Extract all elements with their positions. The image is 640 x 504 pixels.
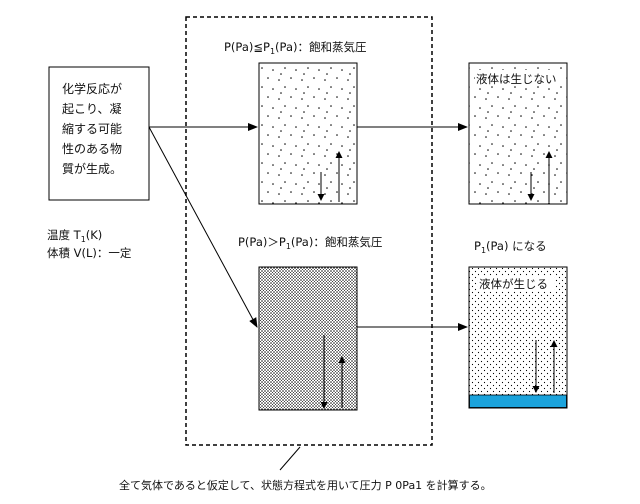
caption-text: 全て気体であると仮定して、状態方程式を用いて圧力 P 0Pa1 を計算する。	[119, 478, 492, 492]
source-line: 化学反応が	[62, 81, 122, 96]
source-line: 質が生成。	[62, 161, 122, 176]
liquid-layer	[469, 394, 567, 408]
source-line: 性のある物	[62, 142, 122, 156]
source-box	[48, 66, 150, 201]
source-box-text: 化学反応が 起こり、凝 縮する可能 性のある物 質が生成。	[62, 81, 122, 176]
calculation-group-box	[185, 16, 433, 446]
upper-result-container	[468, 62, 568, 205]
lower-dense-container	[258, 266, 358, 411]
upper-condition-label: P(Pa)≦P1(Pa)：飽和蒸気圧	[224, 40, 367, 56]
lower-result-label: P1(Pa) になる	[474, 239, 547, 255]
arrow-source-to-lower	[148, 126, 258, 328]
volume-label: 体積 V(L)：一定	[47, 246, 132, 260]
lower-result-text-bg	[478, 276, 554, 291]
upper-result-text-bg	[475, 70, 561, 86]
source-line: 起こり、凝	[62, 101, 122, 116]
upper-gas-container	[258, 62, 358, 205]
source-line: 縮する可能	[62, 121, 122, 136]
temperature-label: 温度 T1(K)	[47, 228, 102, 244]
lower-result-text: 液体が生じる	[479, 277, 548, 291]
caption-pointer-line	[279, 446, 301, 471]
upper-result-text: 液体は生じない	[476, 72, 557, 86]
lower-condition-label: P(Pa)＞P1(Pa)：飽和蒸気圧	[238, 235, 382, 251]
